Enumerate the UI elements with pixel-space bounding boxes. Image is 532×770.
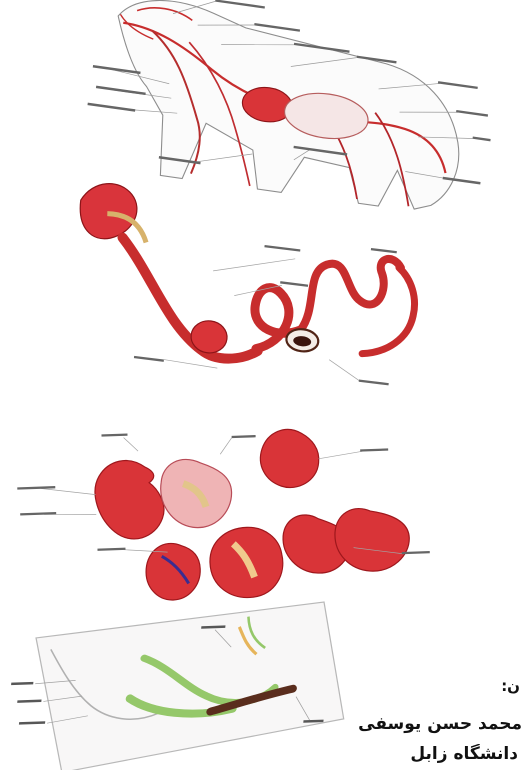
affiliation-text: دانشگاه زابل: [410, 744, 518, 770]
tract-callout-4: [327, 360, 363, 382]
kidney-left-top: [94, 459, 165, 540]
tract-callout-1: [213, 249, 295, 281]
kidney-right-top: [259, 428, 319, 488]
author-name: محمد حسن یوسفی: [358, 714, 522, 734]
intestine-end: [362, 264, 419, 359]
avian-digestive-plate: [0, 593, 370, 770]
kidney-anatomy-diagram: [18, 410, 438, 600]
small-intestine-coil: [301, 249, 402, 341]
intro-text: ن:: [501, 677, 520, 695]
horse-circulation-diagram: [88, 6, 498, 226]
kidney-lower-right-b: [334, 507, 410, 573]
digestive-tract-diagram: [42, 194, 432, 402]
esophagus-tube: [109, 238, 269, 363]
tract-callout-3: [164, 360, 218, 369]
